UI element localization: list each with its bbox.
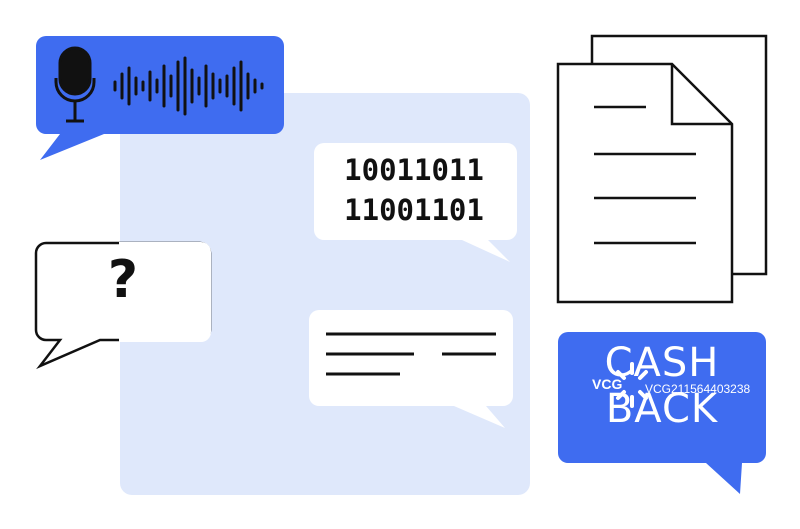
document-stack-icon: [556, 34, 768, 304]
sound-wave-icon: [113, 56, 264, 116]
watermark-burst-icon: [616, 362, 648, 408]
binary-line-2: 11001101: [344, 193, 484, 227]
binary-message-bubble: [314, 143, 517, 262]
cashback-line-2: BACK: [605, 386, 719, 432]
cashback-line-1: CASH: [604, 340, 720, 386]
text-message-bubble: [309, 310, 513, 428]
watermark-id: VCG211564403238: [645, 382, 751, 396]
question-mark: ?: [107, 250, 139, 310]
cashback-text: CASH BACK: [558, 340, 766, 432]
voice-message-bubble: [36, 36, 284, 160]
text-lines-icon: [326, 332, 496, 376]
microphone-icon: [54, 46, 96, 123]
question-bubble: [34, 241, 212, 370]
binary-line-1: 10011011: [344, 153, 484, 187]
cashback-bubble: [558, 332, 766, 494]
watermark-logo: VCG: [592, 376, 623, 392]
binary-text: 10011011 11001101: [314, 150, 514, 230]
